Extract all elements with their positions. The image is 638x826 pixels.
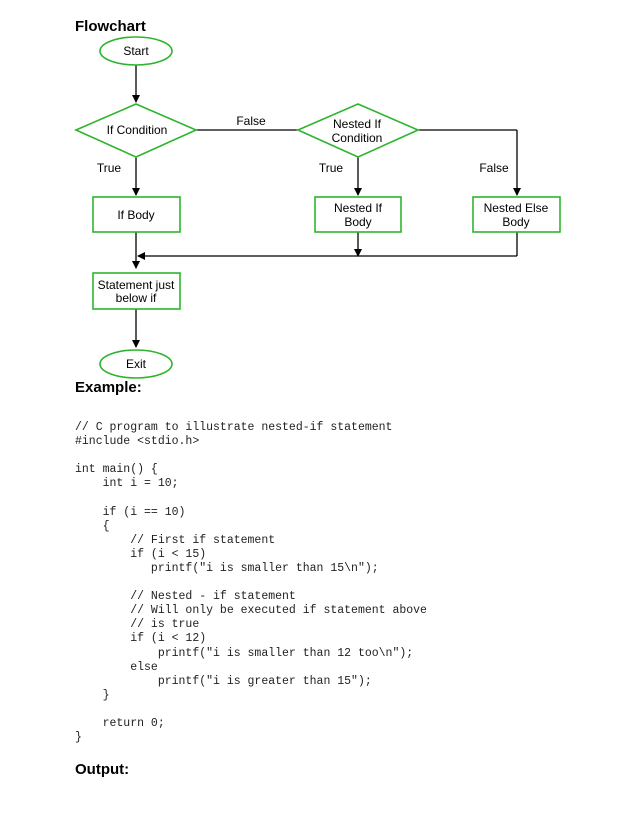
code-line: return 0; xyxy=(75,716,165,730)
code-line xyxy=(75,449,427,463)
code-line: printf("i is smaller than 15\n"); xyxy=(75,561,379,575)
exit-node xyxy=(99,349,173,379)
if-condition-label: If Condition xyxy=(107,123,168,137)
connectors xyxy=(132,64,521,348)
nested-if-condition-label-line1: Nested If xyxy=(333,117,382,131)
code-line xyxy=(75,576,427,590)
code-line: int main() { xyxy=(75,463,158,477)
start-node xyxy=(99,36,173,66)
code-line: int i = 10; xyxy=(75,477,179,491)
code-line: } xyxy=(75,731,82,745)
if-body-node xyxy=(92,196,181,233)
code-block: // C program to illustrate nested-if sta… xyxy=(75,421,427,745)
false-label-1: False xyxy=(236,114,266,128)
flowchart-heading: Flowchart xyxy=(75,18,146,35)
nested-else-body-node xyxy=(472,196,561,233)
example-heading: Example: xyxy=(75,379,142,396)
statement-label-line1: Statement just xyxy=(98,278,175,292)
code-line: printf("i is greater than 15"); xyxy=(75,674,372,688)
code-line: // C program to illustrate nested-if sta… xyxy=(75,421,393,434)
statement-label-line2: below if xyxy=(116,291,157,305)
code-line: } xyxy=(75,688,110,702)
nested-if-condition-node xyxy=(296,103,420,158)
code-line: if (i == 10) xyxy=(75,505,186,519)
code-line xyxy=(75,703,427,717)
code-line: // Nested - if statement xyxy=(75,590,296,604)
code-line: // is true xyxy=(75,618,200,632)
nested-if-body-label-line1: Nested If xyxy=(334,201,383,215)
statement-below-if-node xyxy=(92,272,181,310)
shapes xyxy=(74,36,561,379)
false-label-2: False xyxy=(479,161,509,175)
code-line: if (i < 15) xyxy=(75,547,207,561)
nested-else-body-label-line2: Body xyxy=(502,215,529,229)
output-heading: Output: xyxy=(75,761,130,778)
code-line: if (i < 12) xyxy=(75,632,207,646)
code-line: else xyxy=(75,660,158,674)
code-line: printf("i is smaller than 12 too\n"); xyxy=(75,646,414,660)
start-label: Start xyxy=(123,44,149,58)
nested-if-body-label-line2: Body xyxy=(344,215,371,229)
exit-label: Exit xyxy=(126,357,147,371)
true-label-1: True xyxy=(97,161,122,175)
code-line: // Will only be executed if statement ab… xyxy=(75,604,427,618)
if-body-label: If Body xyxy=(117,208,154,222)
flowchart-diagram: Start If Condition False Nested If Condi… xyxy=(74,36,561,379)
nested-if-condition-label-line2: Condition xyxy=(332,131,383,145)
code-line: #include <stdio.h> xyxy=(75,435,200,449)
true-label-2: True xyxy=(319,161,344,175)
nested-if-body-node xyxy=(314,196,402,233)
if-condition-node xyxy=(74,103,198,158)
code-line: // First if statement xyxy=(75,533,276,547)
code-line xyxy=(75,491,427,505)
nested-else-body-label-line1: Nested Else xyxy=(484,201,549,215)
code-line: { xyxy=(75,519,110,533)
